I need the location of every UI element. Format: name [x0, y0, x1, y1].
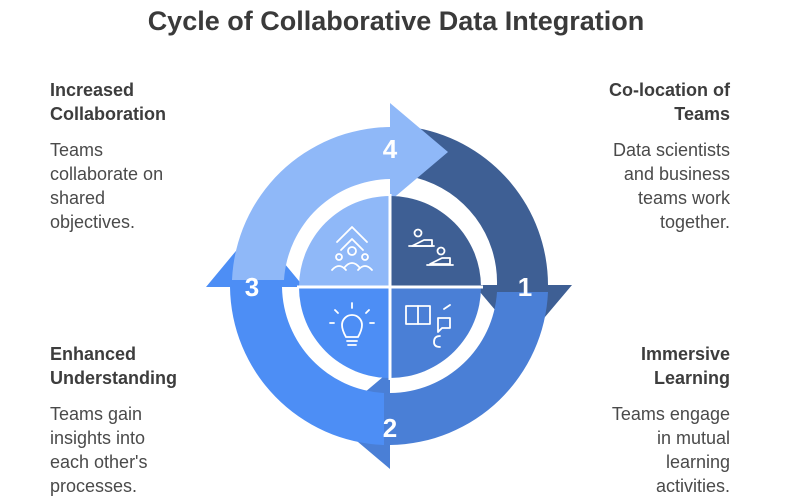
step-2-description-line: learning — [665, 452, 730, 472]
step-2-heading-line: Immersive — [640, 344, 730, 364]
step-3-heading: Enhanced Understanding — [50, 342, 250, 390]
step-4-heading: Increased Collaboration — [50, 78, 250, 126]
step-3-description-line: Teams gain — [50, 404, 143, 424]
step-3-description-line: each other's — [50, 452, 148, 472]
step-1-description-line: and business — [623, 164, 730, 184]
step-2-description-line: Teams engage — [611, 404, 730, 424]
step-1-description-line: teams work — [637, 188, 730, 208]
step-2-quadrant — [390, 287, 481, 378]
step-4-description-line: shared — [50, 188, 106, 208]
step-3-text: Enhanced Understanding Teams gain insigh… — [50, 342, 250, 498]
step-4-heading-line: Collaboration — [50, 104, 166, 124]
step-1-heading-line: Teams — [674, 104, 730, 124]
step-1-number: 1 — [518, 272, 532, 302]
team-growth-icon — [331, 226, 373, 271]
step-3-description: Teams gain insights into each other's pr… — [50, 402, 250, 498]
lightbulb-icon — [329, 302, 375, 346]
step-1-heading-line: Co-location of — [609, 80, 730, 100]
step-2-text: Immersive Learning Teams engage in mutua… — [530, 342, 730, 498]
step-1-arrow — [417, 128, 572, 343]
step-3-arrow — [206, 228, 384, 445]
step-3-description-line: processes. — [50, 476, 138, 496]
step-1-description: Data scientists and business teams work … — [530, 138, 730, 234]
step-4-text: Increased Collaboration Teams collaborat… — [50, 78, 250, 234]
step-2-heading-line: Learning — [653, 368, 730, 388]
step-2-heading: Immersive Learning — [530, 342, 730, 390]
step-4-arrow — [232, 103, 448, 280]
step-4-quadrant — [299, 196, 390, 287]
step-1-heading: Co-location of Teams — [530, 78, 730, 126]
step-4-description-line: objectives. — [50, 212, 136, 232]
step-3-description-line: insights into — [50, 428, 146, 448]
step-1-description-line: Data scientists — [612, 140, 730, 160]
step-4-description: Teams collaborate on shared objectives. — [50, 138, 250, 234]
step-2-arrow — [332, 292, 548, 469]
step-3-heading-line: Understanding — [50, 368, 178, 388]
step-2-description: Teams engage in mutual learning activiti… — [530, 402, 730, 498]
step-4-description-line: collaborate on — [50, 164, 164, 184]
step-4-number: 4 — [383, 134, 398, 164]
step-4-heading-line: Increased — [50, 80, 135, 100]
step-2-description-line: activities. — [655, 476, 730, 496]
step-3-number: 3 — [245, 272, 259, 302]
step-1-text: Co-location of Teams Data scientists and… — [530, 78, 730, 234]
step-1-quadrant — [390, 196, 481, 287]
step-2-number: 2 — [383, 413, 397, 443]
step-3-heading-line: Enhanced — [50, 344, 137, 364]
step-1-description-line: together. — [659, 212, 730, 232]
diagram-title: Cycle of Collaborative Data Integration — [147, 6, 645, 36]
team-laptops-icon — [408, 228, 454, 266]
book-chat-icon — [405, 304, 451, 348]
step-2-description-line: in mutual — [656, 428, 730, 448]
step-4-description-line: Teams — [50, 140, 104, 160]
